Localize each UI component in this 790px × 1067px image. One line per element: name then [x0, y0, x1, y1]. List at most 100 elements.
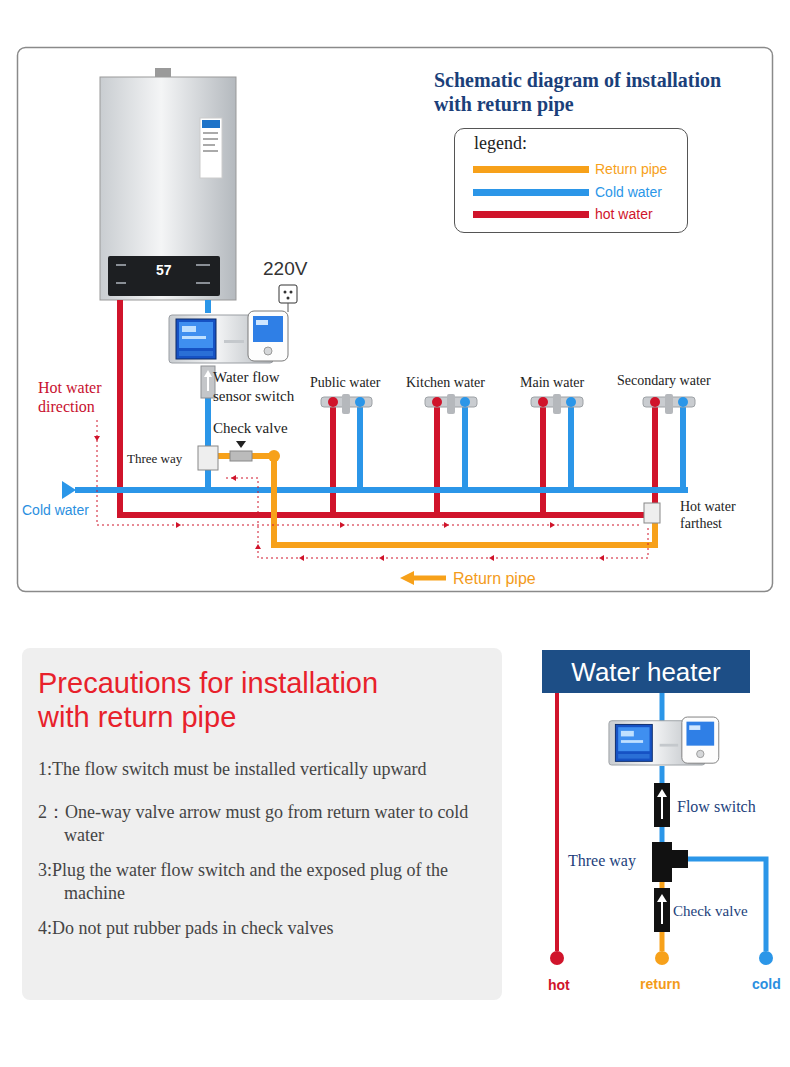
- flow-direction-dots: [599, 555, 604, 561]
- circulation-pump: [609, 717, 719, 765]
- flow-direction-dots: [444, 522, 449, 528]
- cold-water-pipe: [205, 396, 211, 490]
- cold-water-pipe: [75, 487, 688, 493]
- legend-box: legend: Return pipeCold water hot water: [454, 128, 688, 233]
- detail-fittings: [661, 797, 663, 819]
- legend-swatch: [473, 189, 589, 196]
- return-pipe: [252, 456, 655, 545]
- return-arrow: [413, 576, 446, 581]
- water-heater-unit: [108, 256, 220, 296]
- flow-direction-dots: [97, 420, 640, 525]
- panel-frame: [18, 48, 773, 592]
- cold-water-pipe: [680, 402, 686, 490]
- label-text: Hot water farthest: [680, 498, 752, 532]
- flow-direction-dots: [299, 555, 304, 561]
- flow-direction-dots: [340, 522, 345, 528]
- label-text: 220V: [263, 257, 307, 281]
- hot-water-pipe: [540, 402, 546, 515]
- three-way-fitting: [198, 446, 660, 523]
- cold-water-pipe: [462, 402, 468, 490]
- label-text: Kitchen water: [406, 374, 485, 392]
- label-text: Secondary water: [617, 372, 711, 390]
- hot-water-pipe: [120, 300, 655, 515]
- cold-water-pipe: [205, 300, 211, 313]
- detail-fittings: [657, 789, 667, 797]
- circulation-pump: [169, 311, 288, 363]
- hot-water-pipe: [330, 402, 336, 515]
- label-text: hot: [548, 976, 570, 994]
- label-text: Public water: [310, 374, 380, 392]
- node-text: legend:: [474, 132, 681, 154]
- flow-direction-dots: [255, 544, 261, 549]
- detail-fittings: [661, 902, 663, 924]
- detail-pipes: [660, 693, 665, 722]
- flow-direction-dots: [94, 420, 648, 561]
- water-heater-unit: [200, 118, 222, 178]
- water-heater-unit: [196, 264, 210, 266]
- power-socket: [288, 303, 289, 312]
- power-socket: [287, 297, 290, 300]
- flow-direction-dots: [226, 478, 648, 558]
- cold-water-pipe: [568, 402, 574, 490]
- detail-fittings: [654, 888, 670, 932]
- legend-swatch: [473, 166, 589, 173]
- label-text: Check valve: [673, 902, 748, 921]
- water-heater-unit: [196, 282, 210, 284]
- label-text: Water flow sensor switch: [213, 368, 308, 406]
- node-text: Precautions for installation with return…: [38, 666, 408, 734]
- water-heater-unit: [203, 144, 215, 146]
- label-text: return: [640, 975, 680, 993]
- power-socket: [290, 291, 293, 294]
- water-heater-unit: [203, 138, 218, 140]
- faucet: [342, 394, 350, 414]
- detail-pipes: [759, 951, 773, 965]
- label-text: Cold water: [22, 501, 89, 519]
- faucet: [566, 397, 576, 407]
- faucet: [538, 397, 548, 407]
- legend-text: Cold water: [595, 183, 662, 201]
- legend-text: hot water: [595, 205, 653, 223]
- flow-direction-dots: [231, 475, 236, 481]
- label-text: cold: [752, 975, 781, 993]
- flow-direction-dots: [489, 555, 494, 561]
- legend-row: Return pipe: [473, 159, 667, 179]
- flow-sensor: [207, 377, 209, 391]
- node-text: 1:The flow switch must be installed vert…: [38, 758, 498, 781]
- node-text: 3:Plug the water flow switch and the exp…: [38, 859, 498, 905]
- faucet: [328, 397, 338, 407]
- hot-water-pipe: [434, 402, 440, 515]
- return-arrow: [400, 571, 414, 585]
- water-heater-unit: [116, 264, 126, 266]
- cold-water-pipe: [75, 300, 688, 490]
- water-heater-unit: [203, 132, 218, 134]
- label-text: Three way: [127, 451, 182, 467]
- flow-direction-dots: [94, 436, 100, 441]
- heater-title-box: Water heater: [542, 650, 750, 693]
- label-text: Hot water direction: [38, 378, 120, 416]
- faucet: [355, 397, 365, 407]
- power-socket: [279, 285, 297, 303]
- hot-water-pipe: [120, 300, 645, 515]
- water-heater-unit: [100, 77, 236, 300]
- flow-direction-dots: [176, 522, 181, 528]
- return-arrow: [400, 571, 446, 585]
- detail-pipes: [555, 693, 559, 951]
- legend-text: Return pipe: [595, 160, 667, 178]
- check-valve: [230, 451, 252, 461]
- faucet: [678, 397, 688, 407]
- diagram-title: Schematic diagram of installation with r…: [434, 68, 744, 116]
- return-pipe: [218, 450, 655, 545]
- node-text: Water heater: [571, 657, 720, 687]
- return-pipe: [268, 450, 280, 462]
- flow-sensor: [201, 366, 215, 398]
- water-heater-unit: [202, 120, 220, 128]
- legend-swatch: [473, 211, 589, 218]
- power-socket: [279, 285, 297, 312]
- three-way-fitting: [644, 503, 660, 523]
- faucet: [553, 394, 561, 414]
- label-text: Return pipe: [453, 569, 536, 589]
- precautions-panel: Precautions for installation with return…: [22, 648, 502, 1000]
- water-heater-unit: [100, 68, 236, 300]
- faucet: [447, 394, 455, 414]
